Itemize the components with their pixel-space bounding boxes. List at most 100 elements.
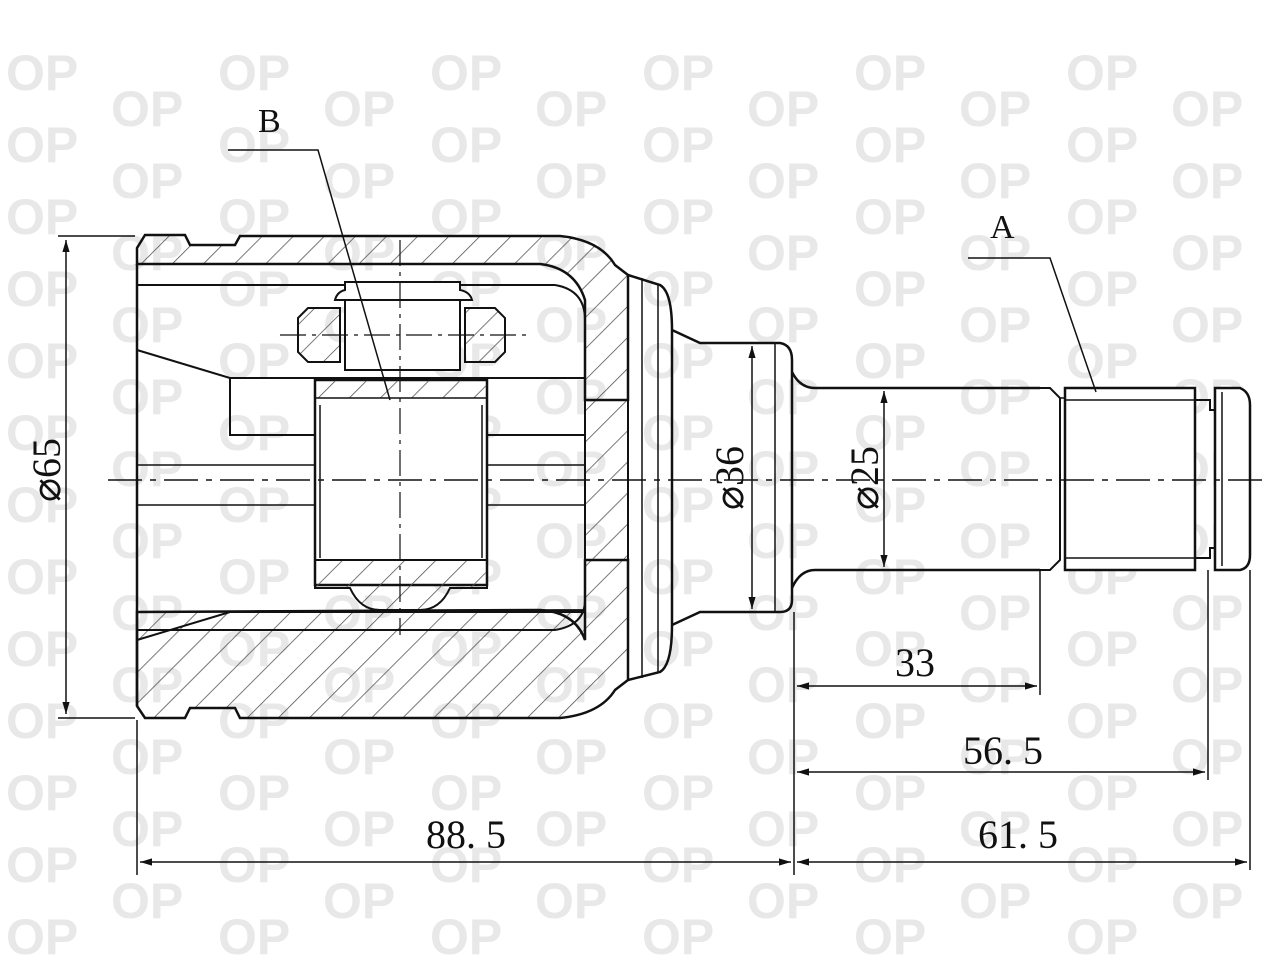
watermark-logo: OP	[6, 45, 78, 101]
watermark-logo: OP	[535, 81, 607, 137]
watermark-logo: OP	[854, 189, 926, 245]
watermark-logo: OP	[218, 765, 290, 821]
watermark-logo: OP	[747, 873, 819, 929]
watermark-logo: OP	[1171, 585, 1243, 641]
watermark-logo: OP	[959, 153, 1031, 209]
watermark-logo: OP	[747, 657, 819, 713]
label-b: B	[258, 103, 281, 140]
watermark-logo: OP	[642, 189, 714, 245]
watermark-logo: OP	[111, 801, 183, 857]
watermark-logo: OP	[959, 585, 1031, 641]
watermark-logo: OP	[642, 261, 714, 317]
watermark-logo: OP	[323, 873, 395, 929]
watermark-logo: OP	[218, 117, 290, 173]
watermark-logo: OP	[642, 117, 714, 173]
watermark-logo: OP	[642, 909, 714, 960]
watermark-logo: OP	[854, 693, 926, 749]
watermark-logo: OP	[854, 549, 926, 605]
label-a: A	[990, 209, 1015, 246]
watermark-logo: OP	[642, 45, 714, 101]
watermark-logo: OP	[747, 513, 819, 569]
watermark-logo: OP	[535, 801, 607, 857]
watermark-logo: OP	[430, 765, 502, 821]
needle-bearing-left	[297, 307, 341, 363]
watermark-logo: OP	[854, 333, 926, 389]
watermark-logo: OP	[6, 765, 78, 821]
watermark-logo: OP	[111, 729, 183, 785]
watermark-logo: OP	[959, 657, 1031, 713]
watermark-logo: OP	[747, 81, 819, 137]
roller-upper	[344, 299, 461, 371]
watermark-logo: OP	[642, 837, 714, 893]
roller-lower	[314, 559, 488, 611]
watermark-logo: OP	[1066, 261, 1138, 317]
needle-bearing-right	[464, 307, 506, 363]
watermark-logo: OP	[642, 477, 714, 533]
watermark-logo: OP	[642, 693, 714, 749]
watermark-logo: OP	[1066, 117, 1138, 173]
watermark-logo: OP	[959, 297, 1031, 353]
housing-bottom-section	[136, 399, 629, 641]
watermark-logo: OP	[854, 477, 926, 533]
watermark-logo: OP	[111, 513, 183, 569]
watermark-logo: OP	[1171, 729, 1243, 785]
watermark-logo: OP	[854, 261, 926, 317]
watermark-logo: OP	[747, 441, 819, 497]
watermark-logo: OP	[1171, 873, 1243, 929]
dim-length-56-5: 56. 5	[963, 728, 1043, 773]
watermark-logo: OP	[323, 729, 395, 785]
watermark-logo: OP	[1171, 81, 1243, 137]
tripod-assembly	[280, 240, 530, 635]
watermark-logo: OP	[430, 45, 502, 101]
watermark-logo: OP	[1066, 621, 1138, 677]
dim-outer-diameter: ⌀65	[24, 438, 69, 502]
watermark-logo: OP	[959, 81, 1031, 137]
watermark-logo: OP	[1066, 693, 1138, 749]
watermark-logo: OP	[430, 909, 502, 960]
watermark-logo: OP	[111, 369, 183, 425]
watermark-logo: OP	[1171, 297, 1243, 353]
watermark-logo: OP	[642, 621, 714, 677]
watermark-logo: OP	[747, 225, 819, 281]
watermark-logo: OP	[218, 45, 290, 101]
watermark-logo: OP	[218, 909, 290, 960]
watermark-logo: OP	[1171, 225, 1243, 281]
watermark-logo: OP	[323, 801, 395, 857]
watermark-logo: OP	[218, 261, 290, 317]
watermark-logo: OP	[1066, 45, 1138, 101]
watermark-logo: OP	[323, 153, 395, 209]
watermark-logo: OP	[642, 549, 714, 605]
watermark-logo: OP	[854, 45, 926, 101]
watermark-logo: OP	[1066, 909, 1138, 960]
watermark-logo: OP	[1171, 153, 1243, 209]
dim-neck-diameter: ⌀36	[707, 446, 752, 510]
watermark-logo: OP	[642, 333, 714, 389]
watermark-logo: OP	[1066, 837, 1138, 893]
spider-trunnion	[313, 378, 489, 587]
housing-upper-wall-section	[135, 233, 630, 402]
watermark-logo: OP	[218, 837, 290, 893]
watermark-logo: OP	[959, 801, 1031, 857]
watermark-logo: OP	[959, 369, 1031, 425]
watermark-logo: OP	[111, 153, 183, 209]
watermark-logo: OP	[535, 729, 607, 785]
watermark-logo: OP	[747, 801, 819, 857]
watermark-logo: OP	[218, 549, 290, 605]
watermark-logo: OP	[323, 81, 395, 137]
watermark-logo: OP	[642, 405, 714, 461]
dim-length-61-5: 61. 5	[978, 812, 1058, 857]
watermark-logo: OP	[430, 117, 502, 173]
watermark-logo: OP	[854, 405, 926, 461]
spline-section	[1063, 386, 1197, 572]
dimension-lines	[58, 149, 1251, 875]
watermark-logo: OP	[535, 153, 607, 209]
watermark-logo: OP	[6, 621, 78, 677]
watermark-logo: OP	[1066, 189, 1138, 245]
watermark-logo: OP	[6, 549, 78, 605]
watermark-logo: OP	[6, 261, 78, 317]
watermark-logo: OP	[854, 117, 926, 173]
watermark-logo: OP	[1066, 765, 1138, 821]
watermark-logo: OP	[6, 117, 78, 173]
